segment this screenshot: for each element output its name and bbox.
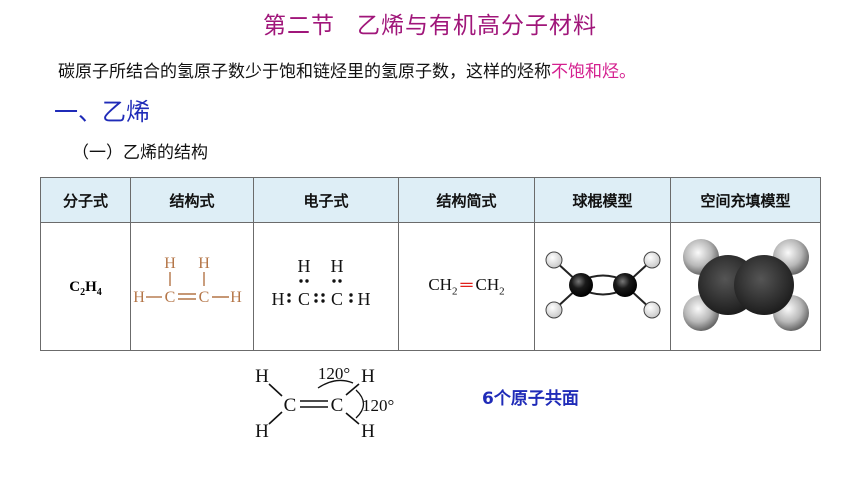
hydrogen-atom-label: H [230, 289, 242, 306]
double-bond: ═ [460, 275, 473, 295]
hydrogen-atom-label: H [272, 289, 285, 309]
bond-angle-diagram: H H C C H H 120° 120° [255, 364, 394, 442]
cell-ball-stick-model [534, 222, 671, 351]
hydrogen-atom-label: H [298, 256, 311, 276]
structural-formula-graphic: H H H C C H [133, 255, 242, 306]
cell-simple-formula: CH2═CH2 [398, 222, 535, 351]
simple-formula: CH2═CH2 [428, 275, 505, 298]
angle-label-right: 120° [362, 396, 394, 415]
header-molecular-formula: 分子式 [40, 177, 131, 223]
cell-space-filling-model [670, 222, 821, 351]
hydrogen-atom-label: H [255, 421, 269, 442]
cell-molecular-formula: C2H4 [40, 222, 131, 351]
header-ball-stick-model: 球棍模型 [534, 177, 671, 223]
hydrogen-atom-label: H [331, 256, 344, 276]
hydrogen-atom-label: H [198, 255, 210, 272]
coplanar-note: 6个原子共面 [482, 389, 579, 409]
carbon-atom-label: C [331, 395, 344, 416]
intro-text: 碳原子所结合的氢原子数少于饱和链烃里的氢原子数，这样的烃称 [58, 62, 551, 82]
table-row: C2H4 H H H C C H [40, 222, 821, 351]
hydrogen-atom-label: H [255, 366, 269, 387]
header-simple-formula: 结构简式 [398, 177, 535, 223]
hydrogen-atom-label: H [361, 421, 375, 442]
section-topic: 乙烯与有机高分子材料 [357, 13, 597, 39]
molecular-formula: C2H4 [69, 278, 102, 298]
hydrogen-atom-label: H [164, 255, 176, 272]
space-filling-model-image [682, 238, 809, 331]
intro-highlight: 不饱和烃。 [551, 62, 636, 82]
carbon-atom-label: C [331, 289, 343, 309]
heading-structure: （一）乙烯的结构 [72, 143, 208, 163]
cell-structural-formula: H H H C C H [130, 222, 254, 351]
page-title: 第二节乙烯与有机高分子材料 [0, 6, 860, 40]
hydrogen-atom-label: H [361, 366, 375, 387]
cell-electron-formula: H H H C C H [253, 222, 399, 351]
table-header-row: 分子式 结构式 电子式 结构简式 球棍模型 空间充填模型 [40, 177, 821, 223]
structure-table: 分子式 结构式 电子式 结构简式 球棍模型 空间充填模型 C2H4 H H H … [40, 177, 821, 351]
header-space-filling-model: 空间充填模型 [670, 177, 821, 223]
electron-formula-graphic: H H H C C H [272, 256, 371, 309]
intro-paragraph: 碳原子所结合的氢原子数少于饱和链烃里的氢原子数，这样的烃称不饱和烃。 [58, 57, 636, 82]
carbon-atom-label: C [199, 289, 210, 306]
carbon-atom-label: C [165, 289, 176, 306]
carbon-atom-label: C [298, 289, 310, 309]
carbon-atom-label: C [284, 395, 297, 416]
header-structural-formula: 结构式 [130, 177, 254, 223]
ball-stick-model-image [545, 251, 660, 318]
section-label: 第二节 [263, 13, 335, 39]
hydrogen-atom-label: H [133, 289, 145, 306]
angle-label-top: 120° [318, 364, 350, 383]
hydrogen-atom-label: H [358, 289, 371, 309]
header-electron-formula: 电子式 [253, 177, 399, 223]
heading-ethylene: 一、乙烯 [54, 98, 150, 126]
